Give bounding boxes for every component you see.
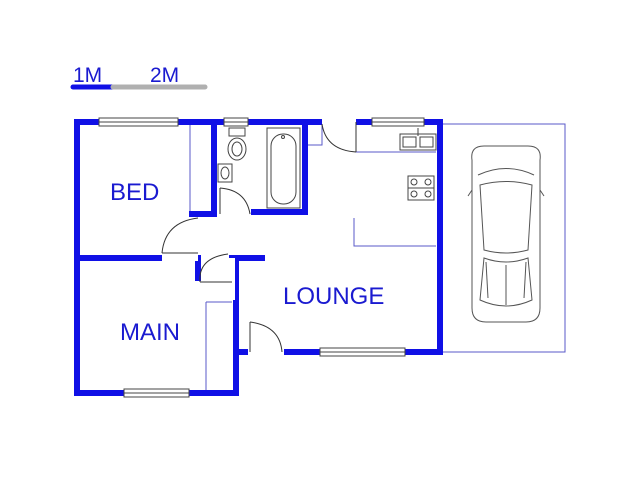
bathroom-fixtures	[217, 127, 301, 209]
scale-mark-1m: 1M	[73, 64, 102, 87]
scale-bar: 1M 2M	[70, 64, 208, 90]
sink-icon	[399, 128, 437, 151]
door-bed	[161, 217, 199, 261]
door-lounge	[248, 321, 284, 355]
carport	[440, 123, 566, 353]
room-label-main: MAIN	[120, 319, 180, 346]
windows	[98, 117, 425, 398]
stove-icon	[407, 175, 435, 201]
door-front	[321, 119, 357, 153]
scale-mark-2m: 2M	[150, 64, 179, 87]
door-bath	[219, 187, 251, 217]
kitchen-fixtures	[399, 128, 437, 201]
window-bath	[223, 117, 249, 127]
bathtub-icon	[266, 127, 301, 209]
window-lounge	[319, 347, 406, 357]
window-kitchen	[371, 117, 425, 127]
room-label-bed: BED	[110, 179, 159, 206]
basin-icon	[217, 163, 233, 183]
doors	[161, 119, 357, 355]
room-label-lounge: LOUNGE	[283, 283, 384, 310]
car-icon	[467, 145, 545, 323]
door-main	[199, 253, 235, 300]
toilet-icon	[227, 127, 247, 161]
window-bed	[98, 117, 179, 127]
window-main	[123, 388, 190, 398]
